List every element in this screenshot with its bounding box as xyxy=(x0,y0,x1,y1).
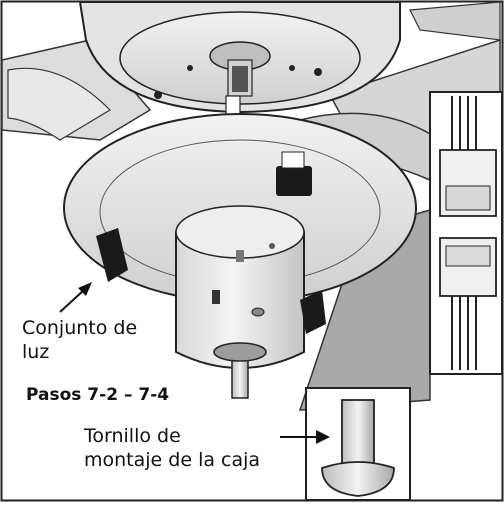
light-kit-label-line2: luz xyxy=(22,341,50,363)
light-kit-label: Conjunto de luz xyxy=(22,316,137,364)
light-kit-arrow xyxy=(59,282,92,313)
steps-label: Pasos 7-2 – 7-4 xyxy=(26,385,170,405)
light-kit-connectors xyxy=(96,151,326,334)
screw-detail-inset xyxy=(305,387,411,501)
light-kit-label-line1: Conjunto de xyxy=(22,317,138,339)
mounting-screw-label: Tornillo de montaje de la caja xyxy=(84,424,260,472)
light-kit-assembly xyxy=(63,113,417,399)
screw-arrow xyxy=(280,430,330,444)
mounting-screw-label-line2: montaje de la caja xyxy=(84,449,261,471)
mounting-screw-label-line1: Tornillo de xyxy=(84,425,181,447)
motor-housing xyxy=(78,0,401,114)
connector-detail-inset xyxy=(429,91,503,375)
